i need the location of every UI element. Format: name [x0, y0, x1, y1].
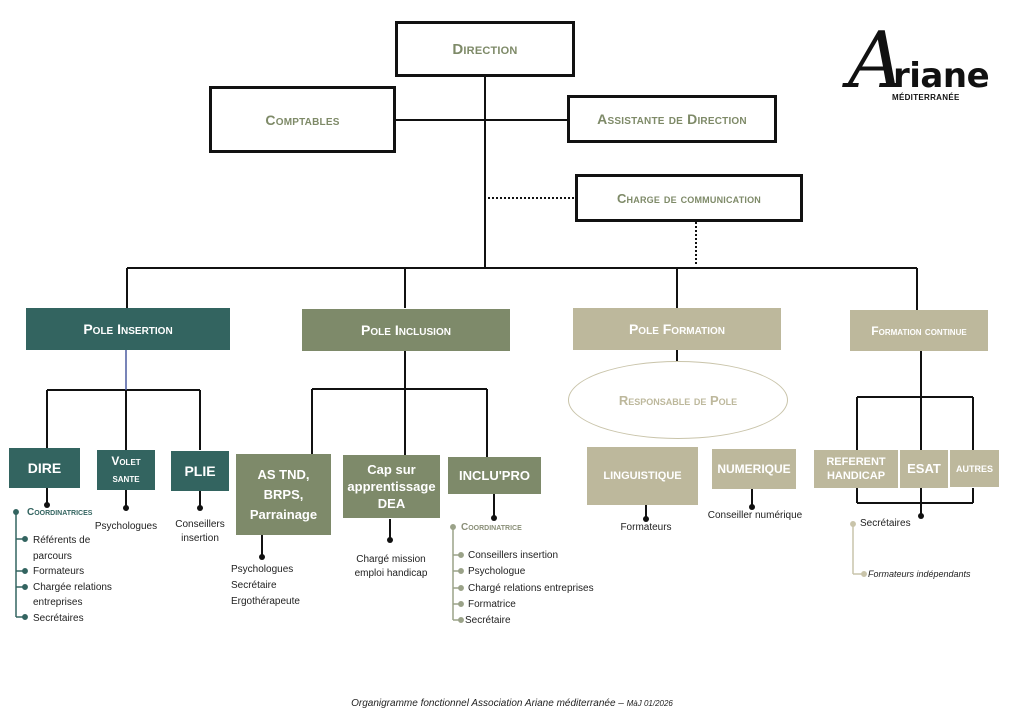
dire-item: entreprises [33, 597, 83, 608]
cap-staff-line: Chargé mission [356, 554, 426, 565]
numerique-label: NUMERIQUE [717, 462, 791, 476]
box-pole-formation[interactable]: Pole Formation [573, 308, 781, 350]
dire-head: Coordinatrices [27, 507, 93, 518]
dire-item: Référents de [33, 535, 91, 546]
esat-label: ESAT [907, 461, 941, 476]
pole-inclusion-label: Pole Inclusion [361, 322, 451, 338]
dire-label: DIRE [27, 460, 62, 476]
box-autres[interactable]: AUTRES [950, 450, 999, 487]
inclupro-head: Coordinatrice [461, 522, 522, 533]
pole-formation-label: Pole Formation [628, 321, 726, 337]
direction-label: Direction [452, 40, 518, 58]
volet-staff: Psychologues [94, 521, 158, 532]
footer-title: Organigramme fonctionnel Association Ari… [351, 698, 627, 709]
ellipse-responsable-pole[interactable]: Responsable de Pole [568, 361, 788, 439]
astnd-staff-list: Psychologues Secrétaire Ergothérapeute [231, 562, 300, 610]
inclupro-item: Conseillers insertion [468, 550, 559, 561]
plie-label: PLIE [184, 463, 216, 479]
footer-update-date: MàJ 01/2026 [626, 699, 673, 708]
communication-label: Charge de communication [616, 190, 762, 206]
box-volet-sante[interactable]: Volet sante [97, 450, 155, 490]
inclupro-item: Secrétaire [465, 615, 511, 627]
box-numerique[interactable]: NUMERIQUE [712, 449, 796, 489]
astnd-label-2: BRPS, [263, 486, 304, 502]
box-referent-handicap[interactable]: REFERENT HANDICAP [814, 450, 898, 488]
dire-staff-list: Référents de parcours Formateurs Chargée… [33, 533, 112, 626]
pole-insertion-label: Pole Insertion [83, 321, 173, 337]
box-formation-continue[interactable]: Formation continue [850, 310, 988, 351]
box-dire[interactable]: DIRE [9, 448, 80, 488]
plie-staff-line: insertion [181, 533, 219, 544]
inclupro-item: Chargé relations entreprises [468, 582, 594, 594]
dire-item: Chargée relations [33, 581, 112, 593]
inclupro-label: INCLU'PRO [459, 467, 530, 483]
box-inclupro[interactable]: INCLU'PRO [448, 457, 541, 494]
plie-staff-line: Conseillers [175, 519, 225, 530]
autres-label: AUTRES [955, 463, 993, 474]
logo-initial: A [848, 16, 905, 106]
astnd-label-3: Parrainage [249, 506, 318, 522]
dire-item: Formateurs [33, 566, 85, 577]
linguistique-staff: Formateurs [620, 522, 672, 533]
responsable-pole-label: Responsable de Pole [618, 392, 738, 408]
box-comptables[interactable]: Comptables [209, 86, 396, 153]
inclupro-item: Formatrice [468, 598, 516, 610]
box-pole-insertion[interactable]: Pole Insertion [26, 308, 230, 350]
cap-label-2: apprentissage [347, 479, 436, 494]
astnd-staff-item: Secrétaire [231, 580, 277, 591]
continue-staff-formateurs: Formateurs indépendants [868, 569, 971, 579]
dire-item: parcours [33, 550, 72, 562]
logo-subtitle: MÉDITERRANÉE [892, 93, 960, 102]
linguistique-label: LINGUISTIQUE [603, 470, 682, 482]
volet-label-2: sante [112, 471, 140, 485]
volet-label-1: Volet [111, 454, 141, 468]
comptables-label: Comptables [265, 111, 340, 128]
assistante-label: Assistante de Direction [597, 111, 747, 127]
inclupro-staff-list: Conseillers insertion Psychologue Chargé… [465, 548, 594, 629]
formation-continue-label: Formation continue [871, 323, 967, 338]
cap-label-3: DEA [377, 496, 406, 511]
box-assistante-direction[interactable]: Assistante de Direction [567, 95, 777, 143]
cap-staff-line: emploi handicap [354, 568, 428, 579]
numerique-staff: Conseiller numérique [707, 510, 803, 521]
astnd-staff-item: Psychologues [231, 564, 294, 575]
referent-label-2: HANDICAP [826, 470, 886, 482]
footer-caption: Organigramme fonctionnel Association Ari… [0, 698, 1024, 709]
cap-label-1: Cap sur [367, 462, 416, 477]
astnd-label-1: AS TND, [257, 466, 310, 482]
box-direction[interactable]: Direction [395, 21, 575, 77]
plie-staff: Conseillers insertion [164, 518, 236, 546]
logo-name: riane [893, 56, 990, 96]
continue-staff-secretaires: Secrétaires [860, 518, 911, 529]
referent-label-1: REFERENT [826, 456, 886, 468]
dire-item: Secrétaires [33, 612, 84, 624]
box-plie[interactable]: PLIE [171, 451, 229, 491]
box-esat[interactable]: ESAT [900, 450, 948, 488]
box-cap-apprentissage[interactable]: Cap sur apprentissage DEA [343, 455, 440, 518]
box-as-tnd[interactable]: AS TND, BRPS, Parrainage [236, 454, 331, 535]
cap-staff: Chargé mission emploi handicap [345, 553, 437, 581]
box-charge-communication[interactable]: Charge de communication [575, 174, 803, 222]
box-pole-inclusion[interactable]: Pole Inclusion [302, 309, 510, 351]
inclupro-item: Psychologue [468, 566, 526, 578]
box-linguistique[interactable]: LINGUISTIQUE [587, 447, 698, 505]
astnd-staff-item: Ergothérapeute [231, 596, 300, 607]
